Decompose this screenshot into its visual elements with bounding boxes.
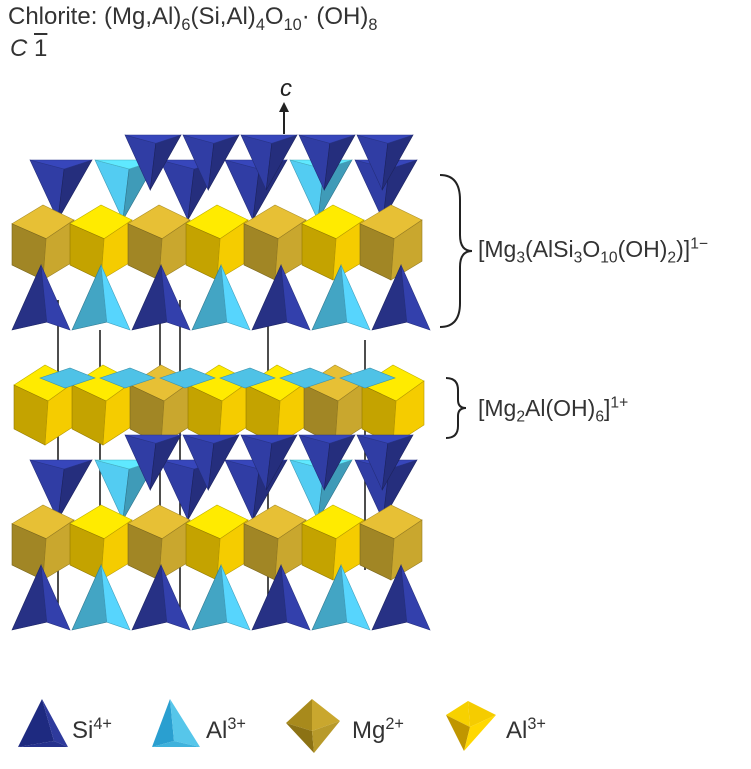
interlayer-cell	[219, 367, 276, 389]
brucite-layer-label: [Mg2Al(OH)6]1+	[478, 394, 629, 426]
interlayer-cell	[339, 367, 396, 389]
tetrahedron	[298, 434, 356, 444]
tetrahedron	[356, 134, 414, 144]
legend-item-mg: Mg2+	[282, 695, 404, 755]
structure-layers	[11, 134, 431, 631]
octahedron	[392, 380, 425, 446]
octahedron	[390, 219, 423, 281]
mineral-formula: Chlorite: (Mg,Al)6(Si,Al)4O10· (OH)8	[8, 3, 378, 34]
tot-layer-brace	[439, 174, 473, 328]
tetrahedron	[220, 564, 251, 631]
tetrahedron	[11, 263, 48, 331]
tetrahedron	[29, 459, 93, 470]
tetrahedron	[100, 564, 131, 631]
tetrahedron	[356, 434, 414, 444]
legend: Si4+ Al3+ Mg2+ Al3+	[0, 695, 751, 765]
tetrahedron	[400, 264, 431, 331]
legend-item-al-octahedral: Al3+	[440, 695, 546, 755]
tetrahedron	[240, 134, 298, 144]
tetrahedron	[40, 264, 71, 331]
dark-gold-octahedron-icon	[286, 699, 340, 753]
tetrahedron	[280, 564, 311, 631]
chlorite-structure-diagram: c	[11, 75, 473, 631]
interlayer-cell	[39, 367, 96, 389]
c-axis-label: c	[280, 75, 292, 102]
tetrahedron	[29, 159, 93, 170]
tetrahedron	[160, 264, 191, 331]
yellow-octahedron-icon	[446, 701, 496, 751]
mineral-name: Chlorite:	[8, 3, 98, 30]
tetrahedron	[124, 134, 182, 144]
octahedron	[390, 519, 423, 581]
tetrahedron	[240, 434, 298, 444]
interlayer-cell	[99, 367, 156, 389]
tetrahedron	[71, 263, 108, 331]
tetrahedron	[298, 134, 356, 144]
legend-item-al-tetrahedral: Al3+	[148, 695, 246, 755]
legend-item-si: Si4+	[14, 695, 112, 755]
tetrahedron	[340, 564, 371, 631]
tetrahedron	[182, 134, 240, 144]
tetrahedron	[11, 563, 48, 631]
light-blue-tetrahedron-icon	[152, 699, 200, 747]
interlayer-cell	[279, 367, 336, 389]
tetrahedron	[100, 264, 131, 331]
tetrahedron	[220, 264, 251, 331]
dark-blue-tetrahedron-icon	[18, 699, 68, 747]
c-axis-arrowhead	[279, 102, 289, 112]
space-group: C 1	[10, 35, 48, 62]
tetrahedron	[340, 264, 371, 331]
interlayer-cell	[159, 367, 216, 389]
tetrahedron	[124, 434, 182, 444]
tetrahedron	[71, 563, 108, 631]
tetrahedron	[280, 264, 311, 331]
tot-layer-label: [Mg3(AlSi3O10(OH)2)]1−	[478, 235, 709, 267]
tetrahedron	[160, 564, 191, 631]
tetrahedron	[40, 564, 71, 631]
tetrahedron	[182, 434, 240, 444]
tetrahedron	[400, 564, 431, 631]
brucite-layer-brace	[445, 377, 467, 439]
